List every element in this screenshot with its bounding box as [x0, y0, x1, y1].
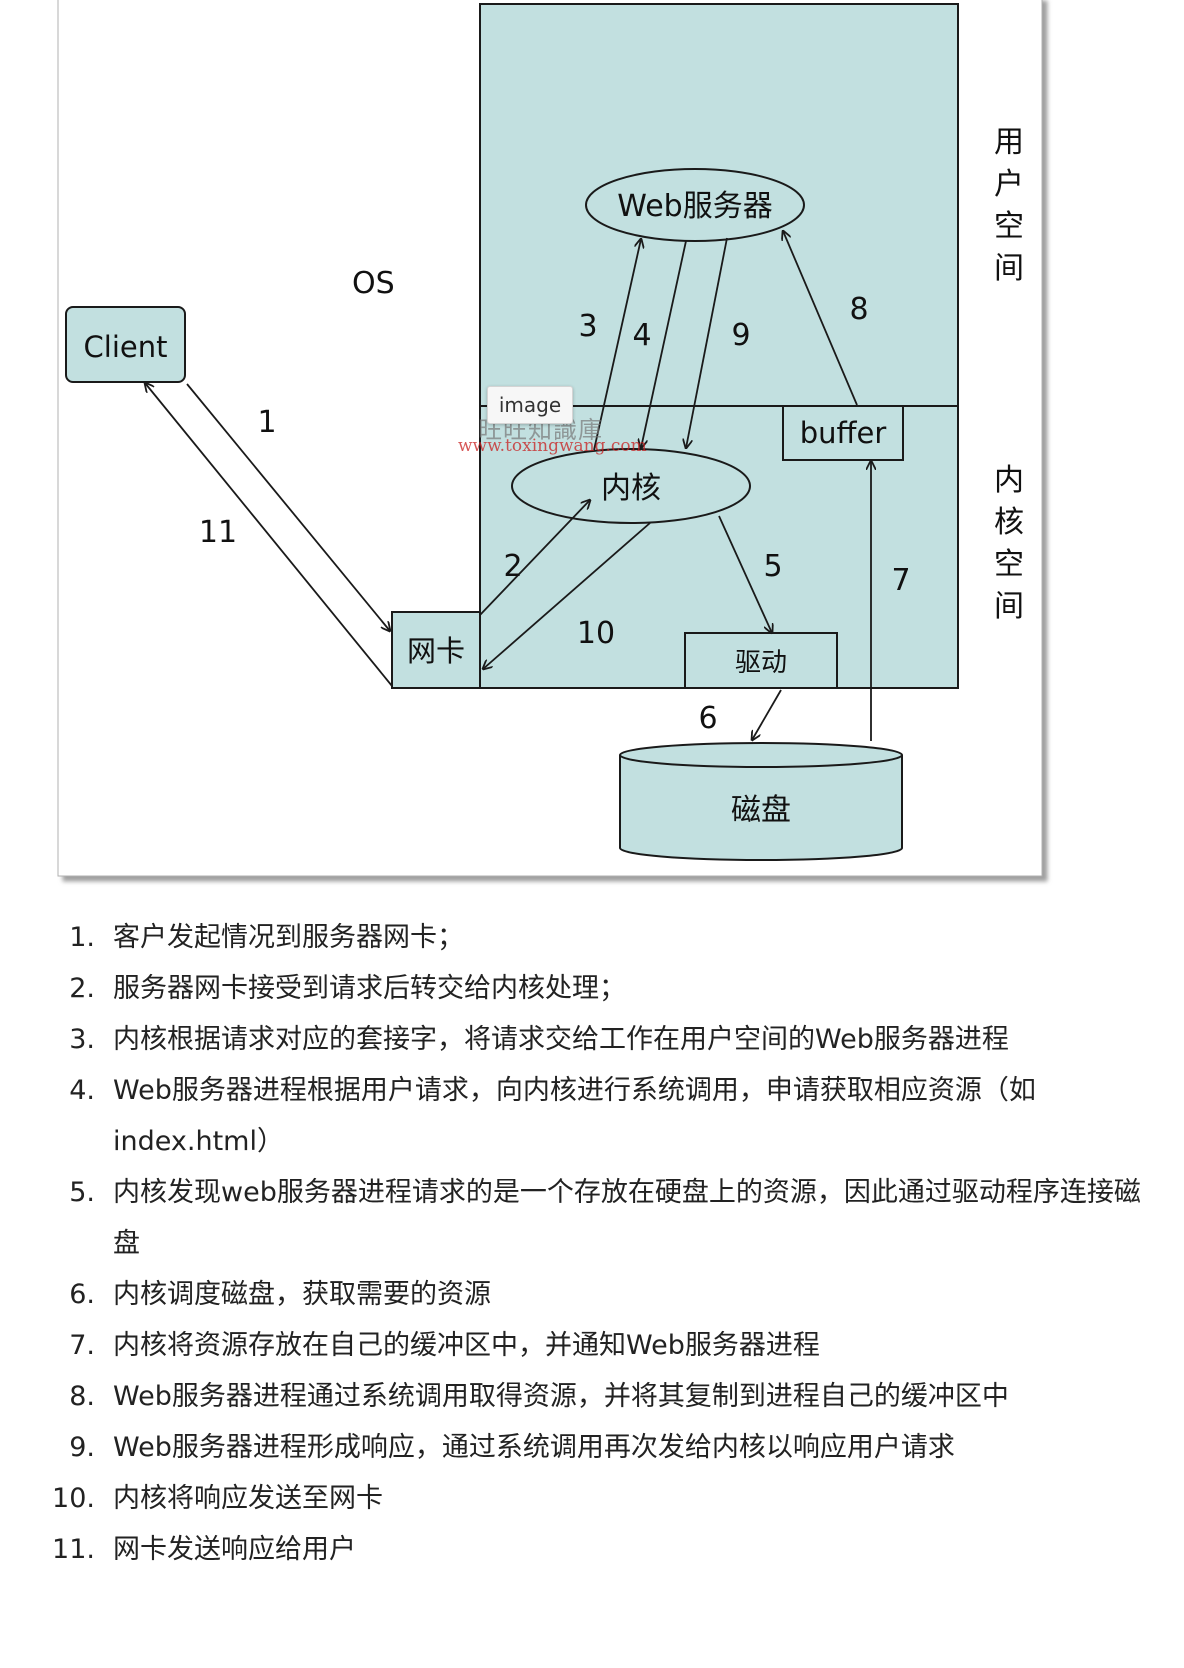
arrow-label-11: 11: [199, 515, 237, 550]
step-text: 内核根据请求对应的套接字，将请求交给工作在用户空间的Web服务器进程: [113, 1024, 1009, 1055]
arrow-label-2: 2: [503, 549, 522, 584]
arrow-10: [483, 522, 651, 669]
buffer-box: [782, 405, 904, 461]
step-number: 10.: [52, 1483, 95, 1514]
user-space-char: 户: [994, 167, 1024, 202]
arrow-label-1: 1: [257, 405, 276, 440]
step-number: 7.: [69, 1330, 95, 1361]
kernel-space-char: 核: [994, 505, 1024, 540]
kernel-space-char: 内: [994, 463, 1024, 498]
arrow-8: [783, 231, 858, 406]
driver-label: 驱动: [735, 648, 787, 678]
kernel-space-label: 内 核 空 间: [994, 463, 1024, 624]
client-box: [65, 306, 186, 383]
step-number: 8.: [69, 1381, 95, 1412]
nic-box: [391, 611, 481, 689]
kernel-label: 内核: [601, 471, 661, 506]
step-item: 9. Web服务器进程形成响应，通过系统调用再次发给内核以响应用户请求: [50, 1422, 1160, 1473]
kernel-space-char: 空: [994, 547, 1024, 582]
step-item: 11. 网卡发送响应给用户: [50, 1524, 1160, 1575]
web-server-ellipse: [585, 168, 805, 242]
step-text: Web服务器进程根据用户请求，向内核进行系统调用，申请获取相应资源（如index…: [113, 1075, 1036, 1157]
step-number: 2.: [69, 973, 95, 1004]
watermark-url: www.toxingwang.com: [458, 436, 647, 456]
step-item: 3. 内核根据请求对应的套接字，将请求交给工作在用户空间的Web服务器进程: [50, 1014, 1160, 1065]
kernel-ellipse: [511, 448, 751, 524]
arrow-label-10: 10: [577, 616, 615, 651]
step-number: 3.: [69, 1024, 95, 1055]
step-item: 6. 内核调度磁盘，获取需要的资源: [50, 1269, 1160, 1320]
kernel-space-char: 间: [994, 589, 1024, 624]
step-text: 内核将资源存放在自己的缓冲区中，并通知Web服务器进程: [113, 1330, 820, 1361]
arrow-6: [752, 689, 782, 740]
nic-label: 网卡: [407, 634, 465, 668]
arrow-4: [641, 240, 687, 448]
arrow-label-6: 6: [698, 701, 717, 736]
step-text: 网卡发送响应给用户: [113, 1534, 356, 1565]
step-item: 1. 客户发起情况到服务器网卡；: [50, 912, 1160, 963]
user-space-char: 空: [994, 209, 1024, 244]
disk-label: 磁盘: [731, 793, 791, 828]
step-text: Web服务器进程形成响应，通过系统调用再次发给内核以响应用户请求: [113, 1432, 955, 1463]
step-text: 内核调度磁盘，获取需要的资源: [113, 1279, 491, 1310]
step-text: 客户发起情况到服务器网卡；: [113, 922, 464, 953]
arrow-label-7: 7: [891, 563, 910, 598]
arrow-2: [479, 500, 590, 616]
step-text: 服务器网卡接受到请求后转交给内核处理；: [113, 973, 626, 1004]
arrow-label-9: 9: [731, 318, 750, 353]
step-text: 内核发现web服务器进程请求的是一个存放在硬盘上的资源，因此通过驱动程序连接磁盘: [113, 1177, 1141, 1259]
image-tooltip: image: [487, 386, 573, 424]
step-number: 6.: [69, 1279, 95, 1310]
step-number: 4.: [69, 1075, 95, 1106]
os-label: OS: [352, 266, 395, 301]
web-request-flow-diagram: OS Client Web服务器 内核 buffer 网卡 驱动 磁盘 用 户 …: [57, 0, 1043, 877]
web-server-label: Web服务器: [617, 189, 772, 224]
user-space-char: 用: [994, 125, 1024, 160]
arrow-9: [686, 237, 728, 448]
step-item: 5. 内核发现web服务器进程请求的是一个存放在硬盘上的资源，因此通过驱动程序连接…: [50, 1167, 1160, 1269]
arrow-label-8: 8: [849, 292, 868, 327]
user-space-label: 用 户 空 间: [994, 125, 1024, 286]
user-space-char: 间: [994, 251, 1024, 286]
client-label: Client: [84, 330, 168, 364]
step-text: Web服务器进程通过系统调用取得资源，并将其复制到进程自己的缓冲区中: [113, 1381, 1009, 1412]
arrow-5: [718, 515, 772, 633]
arrow-3: [593, 239, 641, 451]
step-text: 内核将响应发送至网卡: [113, 1483, 383, 1514]
step-item: 7. 内核将资源存放在自己的缓冲区中，并通知Web服务器进程: [50, 1320, 1160, 1371]
step-number: 5.: [69, 1177, 95, 1208]
disk-cylinder: [619, 742, 903, 861]
buffer-label: buffer: [800, 416, 887, 450]
arrow-11: [145, 383, 393, 687]
arrow-label-5: 5: [763, 549, 782, 584]
arrow-1: [186, 383, 390, 631]
step-number: 11.: [52, 1534, 95, 1565]
step-item: 10. 内核将响应发送至网卡: [50, 1473, 1160, 1524]
driver-box: [684, 632, 838, 689]
step-number: 9.: [69, 1432, 95, 1463]
step-list: 1. 客户发起情况到服务器网卡； 2. 服务器网卡接受到请求后转交给内核处理； 3.…: [50, 912, 1160, 1575]
arrow-label-3: 3: [578, 309, 597, 344]
step-item: 2. 服务器网卡接受到请求后转交给内核处理；: [50, 963, 1160, 1014]
arrow-label-4: 4: [632, 318, 651, 353]
step-item: 4. Web服务器进程根据用户请求，向内核进行系统调用，申请获取相应资源（如ind…: [50, 1065, 1160, 1167]
tooltip-text: image: [498, 393, 562, 417]
step-item: 8. Web服务器进程通过系统调用取得资源，并将其复制到进程自己的缓冲区中: [50, 1371, 1160, 1422]
step-number: 1.: [69, 922, 95, 953]
